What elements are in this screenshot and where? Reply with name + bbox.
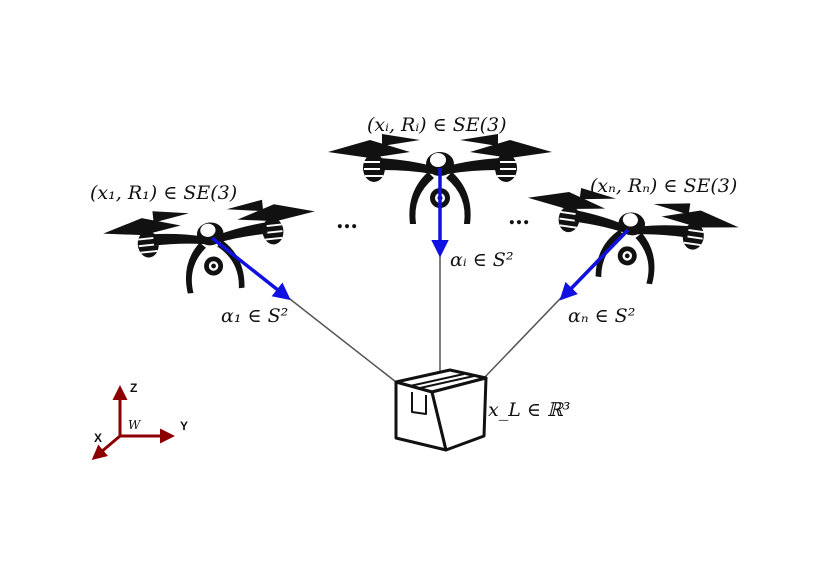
alpha-right-label: αₙ ∈ S² bbox=[568, 305, 635, 327]
x-axis bbox=[91, 434, 121, 460]
alpha-middle-label: αᵢ ∈ S² bbox=[450, 249, 513, 271]
drone-left-label: (x₁, R₁) ∈ SE(3) bbox=[90, 182, 237, 204]
x-axis-label: X bbox=[94, 431, 102, 445]
y-axis-label: Y bbox=[180, 419, 188, 433]
drone-right bbox=[517, 179, 743, 297]
z-axis-label: Z bbox=[130, 381, 137, 395]
ellipsis-left: … bbox=[336, 208, 358, 234]
ellipsis-right: … bbox=[508, 204, 530, 230]
alpha-arrow-right bbox=[559, 228, 630, 301]
world-frame: Z Y X W bbox=[91, 381, 188, 460]
payload-box bbox=[394, 368, 488, 452]
load-label: x_L ∈ ℝ³ bbox=[488, 399, 570, 421]
drone-right-label: (xₙ, Rₙ) ∈ SE(3) bbox=[590, 175, 737, 197]
alpha-arrow-left bbox=[210, 236, 291, 301]
drone-left bbox=[100, 193, 323, 303]
drone-middle-label: (xᵢ, Rᵢ) ∈ SE(3) bbox=[367, 114, 507, 136]
alpha-left-label: α₁ ∈ S² bbox=[221, 305, 288, 327]
world-frame-label: W bbox=[128, 418, 142, 432]
